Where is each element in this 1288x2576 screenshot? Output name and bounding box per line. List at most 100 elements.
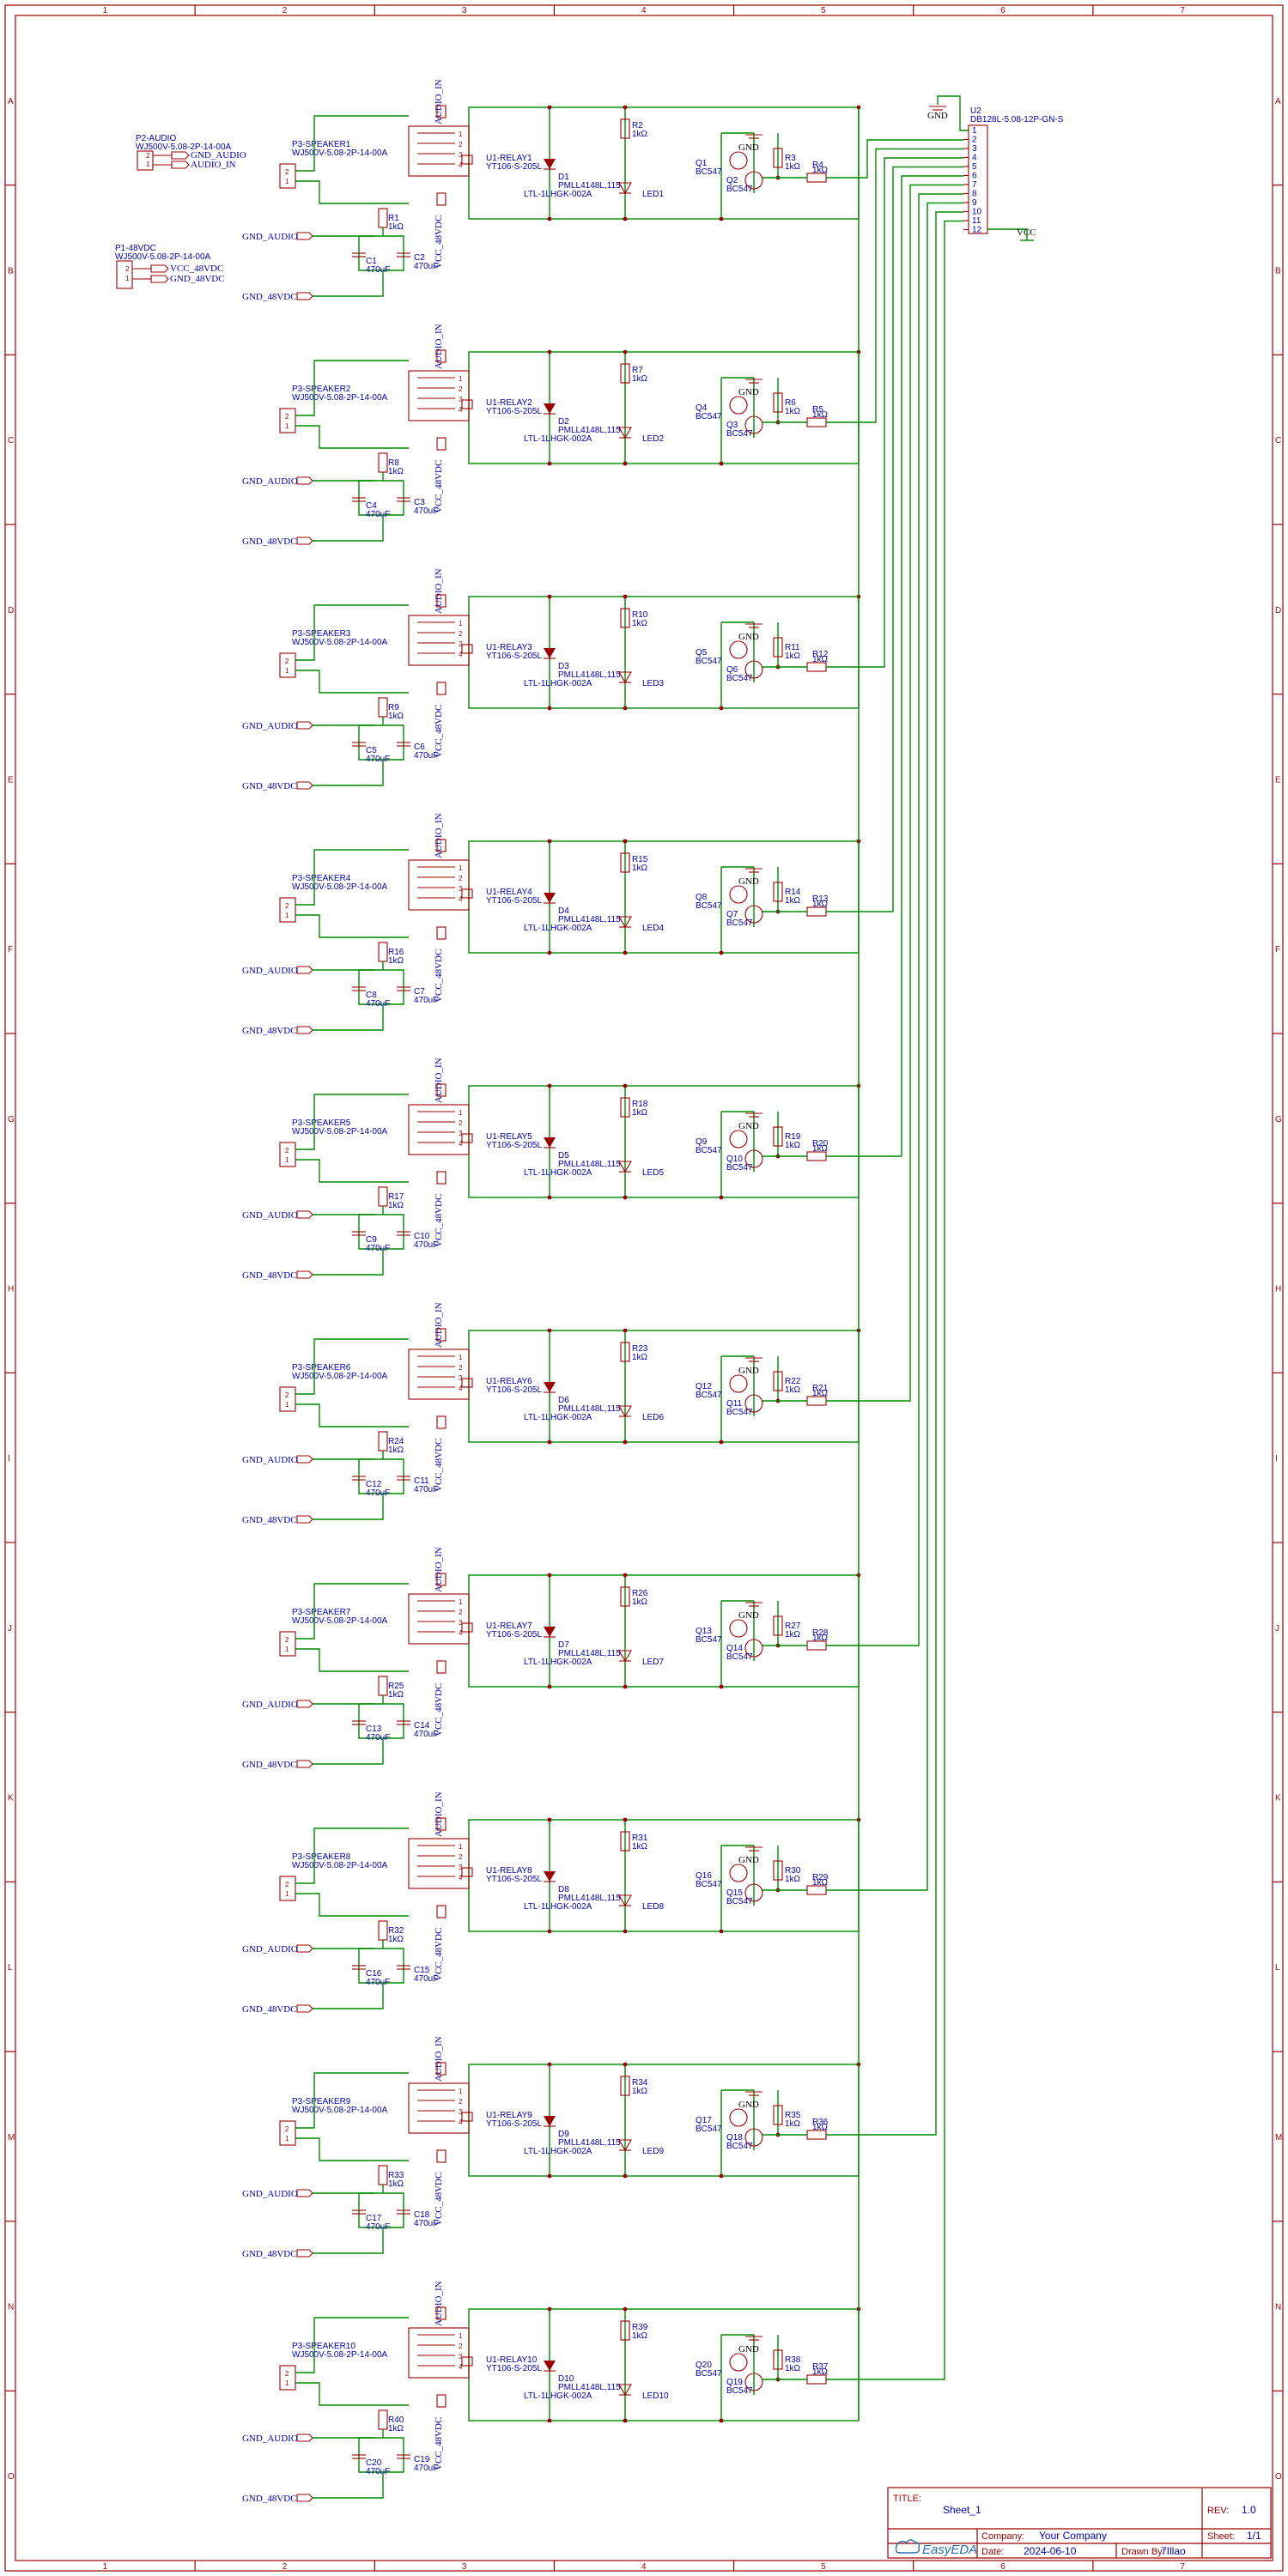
relay-pin: 1 <box>459 620 463 627</box>
relay-pin: 4 <box>459 1629 463 1637</box>
net-vcc48-label: VCC_48VDC <box>434 2417 444 2470</box>
diode-ref: D5 <box>558 1151 569 1161</box>
net-gnd48-label: GND_48VDC <box>242 1760 297 1770</box>
relay-pin: 1 <box>459 2332 463 2340</box>
u2-pin-number: 7 <box>972 180 977 190</box>
diode-part: PMLL4148L,115 <box>558 2138 621 2148</box>
snub-res-val: 1kΩ <box>388 1201 404 1210</box>
relay-part: YT106-S-205L <box>486 1875 542 1884</box>
led-res-ref: R34 <box>632 2078 648 2088</box>
gnd-label: GND <box>738 1855 759 1865</box>
cap-left-ref: C20 <box>366 2458 382 2468</box>
q-top-ref: Q13 <box>696 1627 712 1636</box>
channel-7: 1234U1-RELAY7YT106-S-205LAUDIO_INVCC_48V… <box>242 1547 861 1770</box>
gnd-label: GND <box>738 2100 759 2110</box>
gnd-label: GND <box>738 142 759 153</box>
q-bot-part: BC547 <box>726 1163 753 1173</box>
led-res-val: 1kΩ <box>632 1842 648 1852</box>
border-col-label: 1 <box>103 2562 108 2572</box>
u2-pin-number: 12 <box>972 226 982 235</box>
relay-ref: U1-RELAY2 <box>486 398 532 408</box>
title-label: TITLE: <box>893 2494 921 2504</box>
led-part: LTL-1LHGK-002A <box>524 2391 592 2401</box>
relay-pin: 4 <box>459 2363 463 2371</box>
input-res-val: 1kΩ <box>812 655 829 664</box>
svg-text:2: 2 <box>285 1391 289 1399</box>
border-col-label: 4 <box>641 2562 647 2572</box>
input-res-ref: R5 <box>812 405 823 415</box>
snub-res-ref: R33 <box>388 2171 404 2180</box>
relay-ref: U1-RELAY10 <box>486 2355 538 2365</box>
q-bot-ref: Q3 <box>726 421 738 430</box>
net-gnd-audio-label: GND_AUDIO <box>242 2189 298 2199</box>
q-bot-part: BC547 <box>726 185 753 194</box>
diode-ref: D4 <box>558 906 569 916</box>
relay-pin: 2 <box>459 1853 463 1861</box>
u2-pin-number: 8 <box>972 190 977 199</box>
led-ref: LED1 <box>642 190 664 199</box>
p2-net-audio-in: AUDIO_IN <box>191 160 236 170</box>
signal-buses <box>826 107 963 2421</box>
relay-part: YT106-S-205L <box>486 162 542 172</box>
relay-part: YT106-S-205L <box>486 407 542 416</box>
border-row-label: F <box>1275 945 1280 955</box>
q-top-part: BC547 <box>696 412 722 421</box>
relay-pin: 1 <box>459 864 463 872</box>
net-gnd48-label: GND_48VDC <box>242 536 297 547</box>
q-top-part: BC547 <box>696 1635 722 1645</box>
company-value: Your Company <box>1039 2530 1107 2542</box>
u2-pin-number: 6 <box>972 172 977 181</box>
channel-5: 1234U1-RELAY5YT106-S-205LAUDIO_INVCC_48V… <box>242 1058 861 1281</box>
q-top-part: BC547 <box>696 657 722 666</box>
q-bot-ref: Q19 <box>726 2378 743 2387</box>
relay-pin: 1 <box>459 130 463 138</box>
net-gnd-audio-label: GND_AUDIO <box>242 2434 298 2444</box>
cap-left-ref: C12 <box>366 1480 382 1489</box>
input-res-ref: R28 <box>812 1628 829 1638</box>
channel-1: 1234U1-RELAY1YT106-S-205LAUDIO_INVCC_48V… <box>242 79 861 302</box>
net-gnd-audio-label: GND_AUDIO <box>242 476 298 487</box>
diode-ref: D8 <box>558 1885 569 1894</box>
cap-right-val: 470uF <box>414 1974 438 1984</box>
channel-2: 1234U1-RELAY2YT106-S-205LAUDIO_INVCC_48V… <box>242 324 861 547</box>
relay-pin: 2 <box>459 1609 463 1616</box>
cap-left-ref: C4 <box>366 501 377 511</box>
q-bot-ref: Q6 <box>726 665 738 675</box>
cap-right-ref: C14 <box>414 1721 430 1730</box>
relay-pin: 3 <box>459 1864 463 1871</box>
q-bot-ref: Q18 <box>726 2133 743 2143</box>
led-ref: LED10 <box>642 2391 669 2401</box>
speaker-part: WJ500V-5.08-2P-14-00A <box>292 148 388 158</box>
relay-pin: 1 <box>459 1598 463 1606</box>
relay-pin: 1 <box>459 1354 463 1361</box>
rev-value: 1.0 <box>1242 2504 1256 2516</box>
speaker-part: WJ500V-5.08-2P-14-00A <box>292 2106 388 2115</box>
net-audio-in-label: AUDIO_IN <box>434 1547 444 1592</box>
brand-name: EasyEDA <box>922 2543 977 2557</box>
u2-pin-number: 2 <box>972 136 977 145</box>
cap-left-ref: C16 <box>366 1969 382 1979</box>
led-ref: LED4 <box>642 924 664 933</box>
u2-gnd-label: GND <box>927 111 948 121</box>
net-audio-in-label: AUDIO_IN <box>434 79 444 124</box>
border-col-label: 6 <box>1000 6 1005 15</box>
diode-ref: D3 <box>558 662 569 671</box>
q-top-ref: Q5 <box>696 648 708 658</box>
relay-ref: U1-RELAY1 <box>486 154 532 163</box>
svg-text:1: 1 <box>285 2135 289 2143</box>
gnd-label: GND <box>738 1121 759 1131</box>
led-res-val: 1kΩ <box>632 374 648 384</box>
relay-pin: 3 <box>459 2353 463 2361</box>
net-gnd48-label: GND_48VDC <box>242 2494 297 2504</box>
relay-pin: 2 <box>459 141 463 148</box>
cap-right-ref: C15 <box>414 1966 430 1975</box>
relay-pin: 4 <box>459 1385 463 1392</box>
connector-p1-48vdc: P1-48VDC WJ500V-5.08-2P-14-00A 21 VCC_48… <box>115 244 225 289</box>
snub-res-ref: R17 <box>388 1192 404 1202</box>
speaker-ref: P3-SPEAKER3 <box>292 629 351 639</box>
q-bot-ref: Q10 <box>726 1155 743 1164</box>
cap-left-val: 470uF <box>366 1733 390 1743</box>
border-col-label: 3 <box>462 6 467 15</box>
relay-pin: 2 <box>459 2343 463 2350</box>
q-top-part: BC547 <box>696 1146 722 1155</box>
